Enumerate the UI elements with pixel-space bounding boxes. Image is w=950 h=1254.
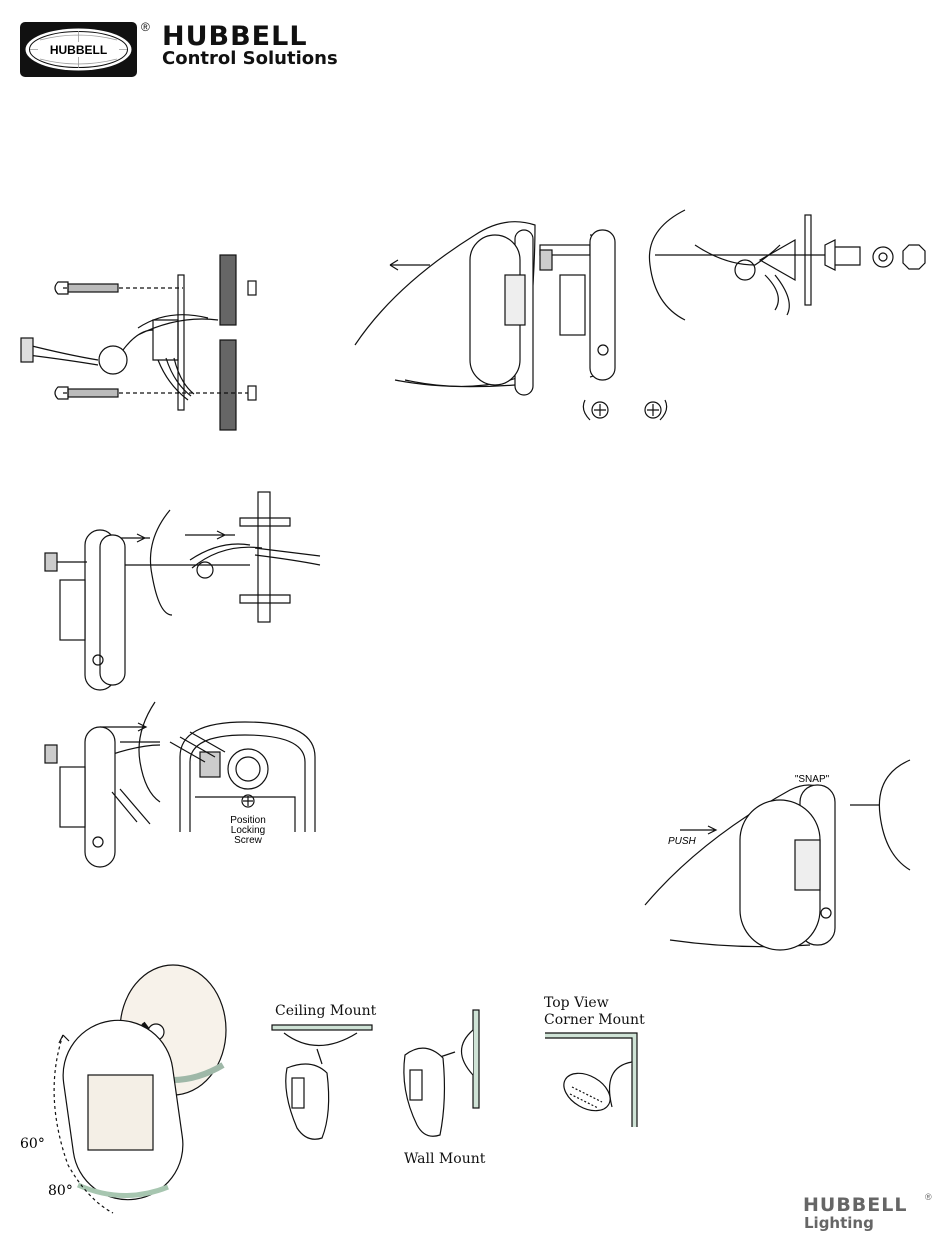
angle-60-label: 60° bbox=[20, 1136, 45, 1152]
sensor-removal-figure bbox=[355, 205, 935, 435]
registered-mark: ® bbox=[141, 20, 150, 34]
snap-install-figure: "SNAP" PUSH bbox=[640, 760, 920, 955]
footer-brand: HUBBELL bbox=[803, 1194, 908, 1216]
brand-title: HUBBELL bbox=[162, 23, 308, 50]
corner-mount-label-1: Top View bbox=[544, 995, 609, 1011]
push-label: PUSH bbox=[668, 836, 697, 847]
wiring-connection-figure bbox=[40, 490, 330, 695]
footer-registered-mark: ® bbox=[925, 1192, 932, 1202]
wall-mount-label: Wall Mount bbox=[404, 1151, 485, 1167]
locking-screw-figure: Position Locking Screw bbox=[40, 697, 325, 872]
hubbell-logo: HUBBELL bbox=[20, 22, 137, 77]
ceiling-mount-label: Ceiling Mount bbox=[275, 1003, 376, 1019]
angle-adjustment-figure: 60° 80° bbox=[18, 955, 238, 1215]
logo-text: HUBBELL bbox=[50, 43, 107, 57]
angle-80-label: 80° bbox=[48, 1183, 73, 1199]
wall-mount-figure bbox=[395, 1010, 485, 1150]
mounting-bracket-figure bbox=[18, 250, 278, 435]
corner-mount-figure bbox=[542, 1032, 642, 1132]
ceiling-mount-figure bbox=[272, 1023, 377, 1148]
footer-division: Lighting bbox=[804, 1214, 874, 1232]
brand-subtitle: Control Solutions bbox=[162, 50, 338, 68]
corner-mount-label-2: Corner Mount bbox=[544, 1012, 645, 1028]
locking-screw-label-3: Screw bbox=[234, 835, 263, 846]
snap-label: "SNAP" bbox=[795, 774, 830, 785]
